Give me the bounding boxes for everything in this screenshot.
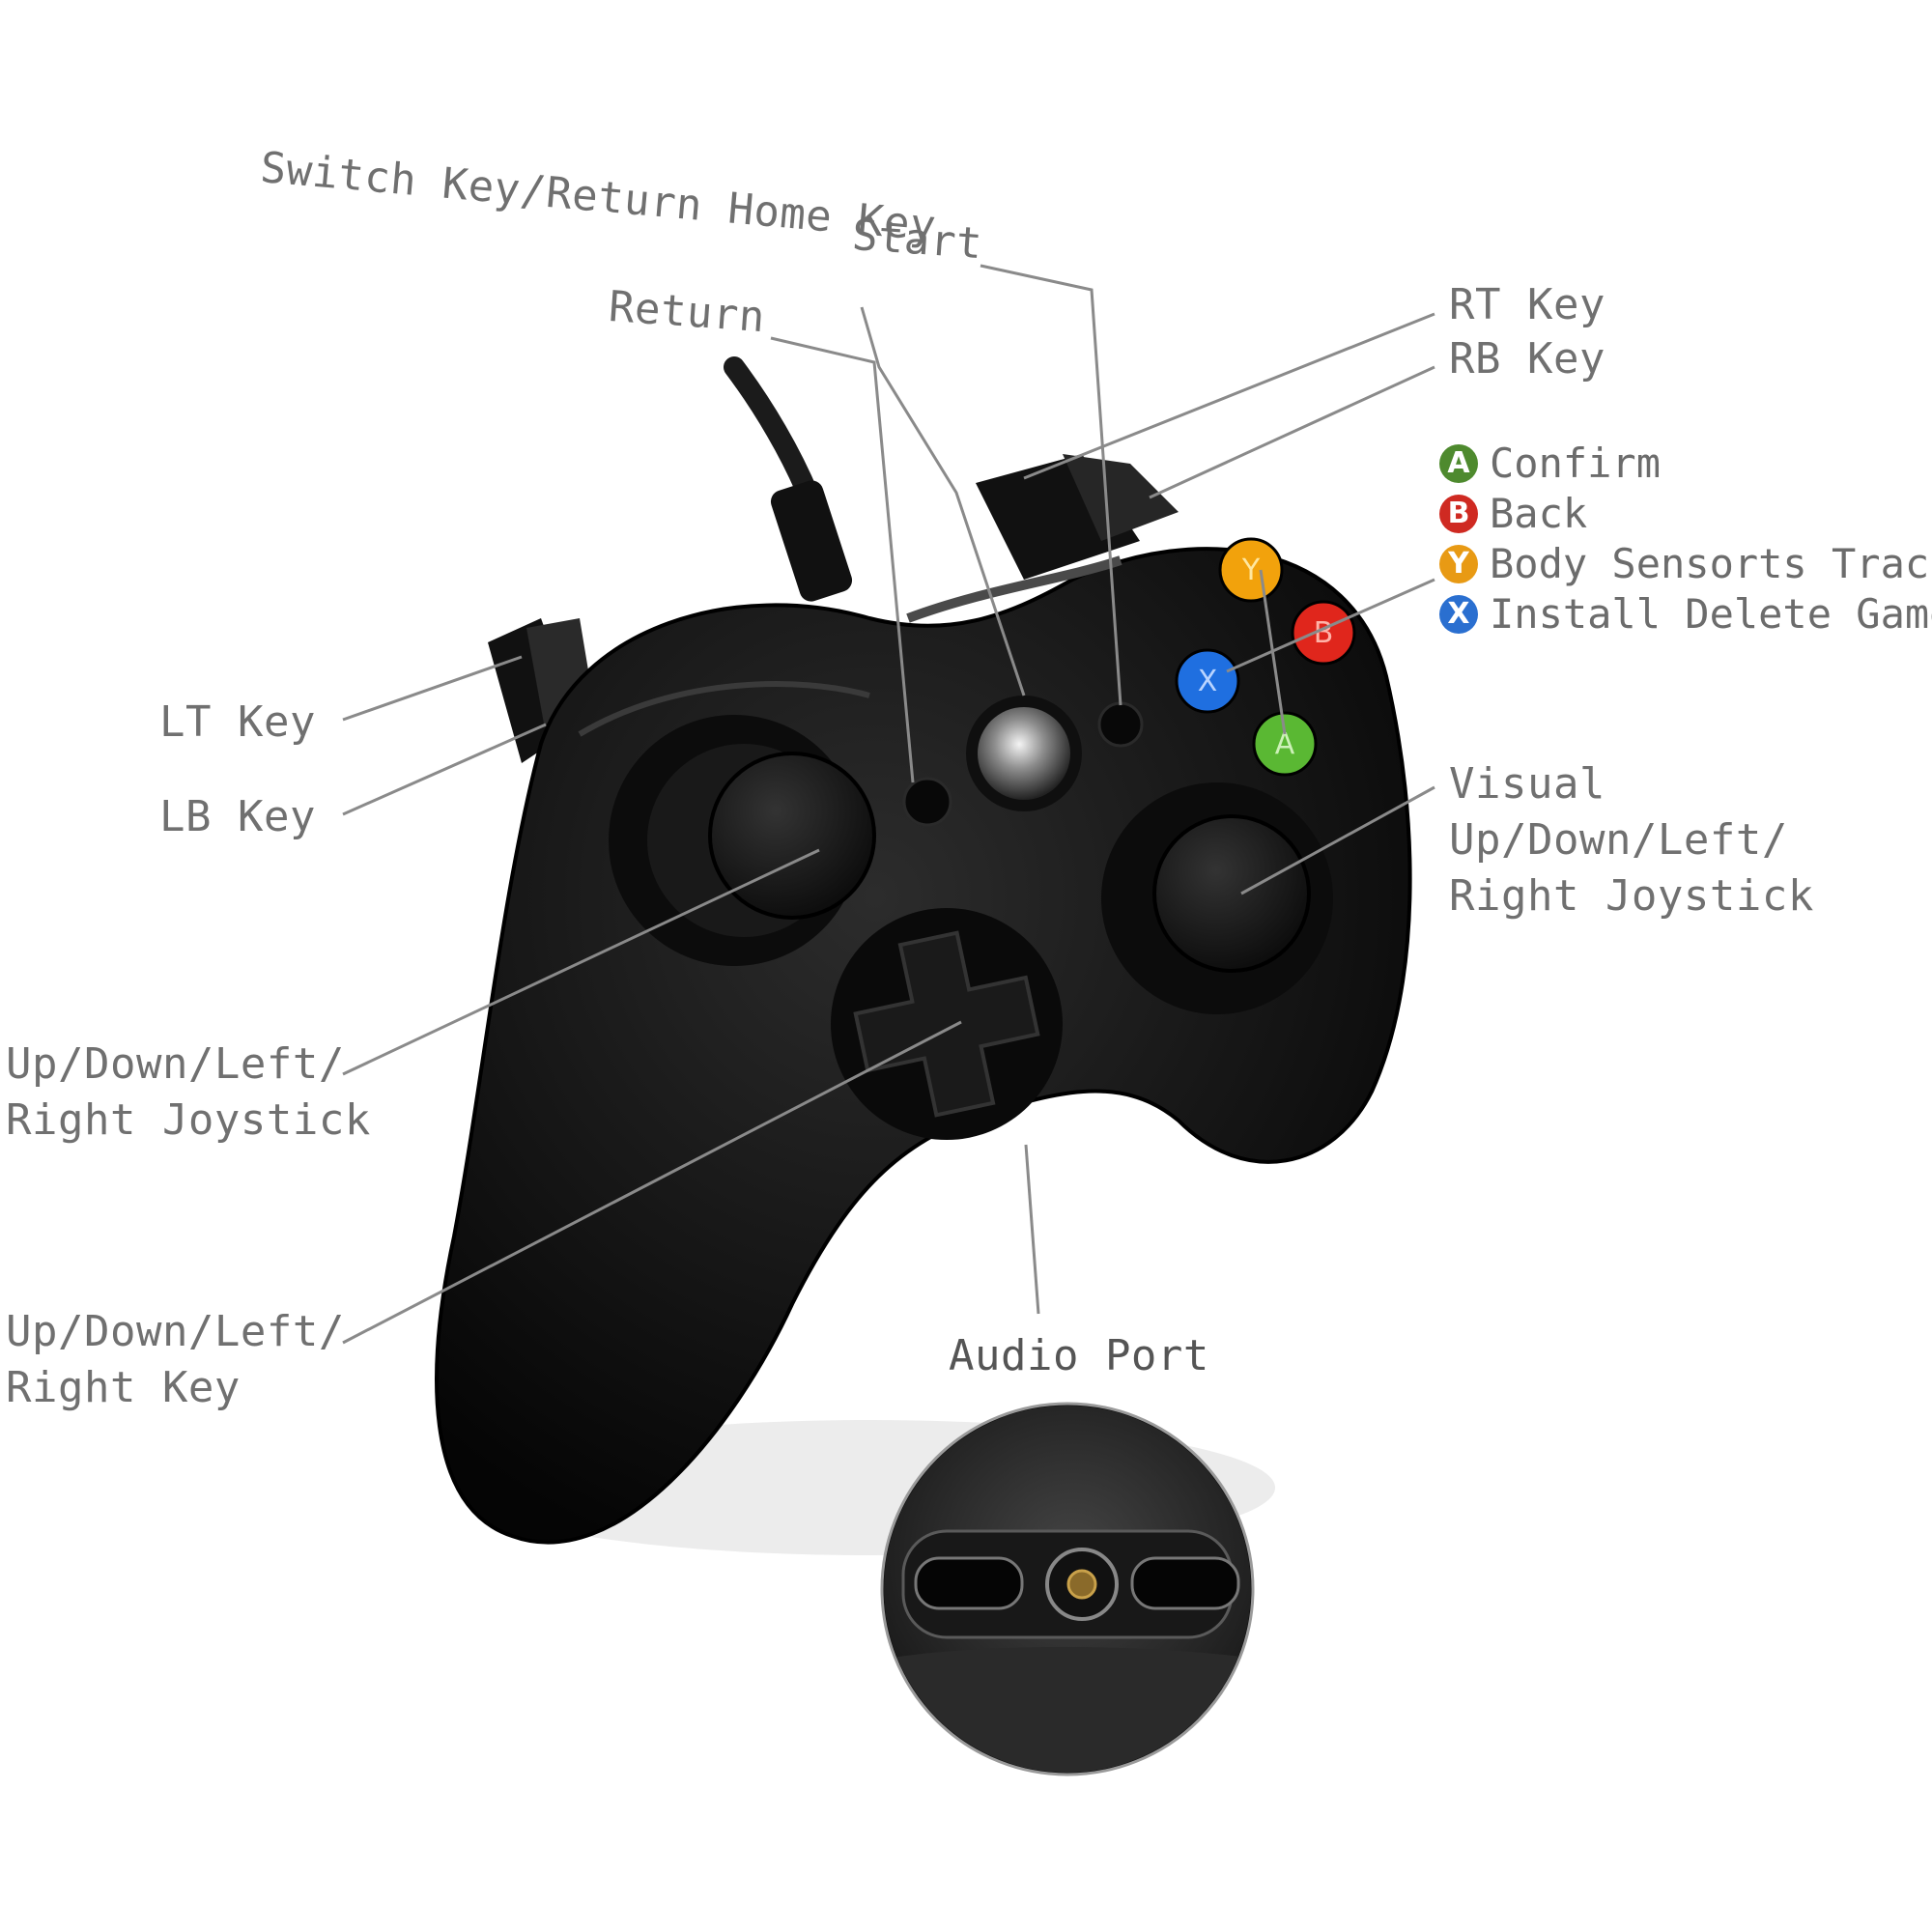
left-joystick (708, 752, 876, 920)
leader-right-joystick (1240, 785, 1435, 895)
y-button-letter: Y (1241, 554, 1261, 587)
leader-start (980, 264, 1122, 706)
label-dpad: Up/Down/Left/ Right Key (6, 1307, 345, 1412)
start-button (1097, 701, 1144, 748)
cable (724, 356, 822, 513)
cable-strain-relief (770, 480, 853, 602)
legend-badge-a: A (1439, 443, 1478, 483)
leader-audio-port (1024, 1144, 1040, 1315)
body-highlight (578, 681, 870, 737)
leader-lt-key (342, 655, 523, 722)
lb-bumper (526, 618, 589, 734)
label-rb-key: RB Key (1449, 334, 1605, 384)
legend-item-x: X Install Delete Game (1439, 587, 1932, 638)
leader-rt-key (1023, 312, 1435, 480)
dpad (853, 930, 1040, 1118)
leader-dpad (342, 1020, 962, 1345)
label-lb-key: LB Key (159, 792, 316, 841)
legend-label: Install Delete Game (1490, 590, 1932, 638)
right-joystick (1152, 814, 1311, 973)
label-rt-key: RT Key (1449, 280, 1605, 329)
leader-y-a (1259, 569, 1287, 735)
legend-item-b: B Back (1439, 487, 1587, 537)
leader-lines (342, 264, 1435, 1345)
legend-item-y: Y Body Sensorts Tracking (1439, 537, 1932, 587)
rb-bumper (1063, 454, 1179, 541)
legend-badge-x: X (1439, 594, 1478, 634)
legend-label: Back (1490, 490, 1588, 537)
leader-return (770, 336, 915, 783)
legend-badge-y: Y (1439, 544, 1478, 583)
legend-item-a: A Confirm (1439, 437, 1661, 487)
leader-lb-key (342, 723, 547, 816)
label-lt-key: LT Key (159, 697, 316, 747)
label-audio-port: Audio Port (949, 1331, 1209, 1380)
leader-x-button (1226, 578, 1435, 673)
legend-badge-b: B (1439, 494, 1478, 533)
back-button (902, 777, 952, 827)
label-left-joystick: Up/Down/Left/ Right Joystick (6, 1039, 371, 1145)
b-button-letter: B (1314, 616, 1334, 650)
leader-rb-key (1149, 365, 1435, 499)
port-slot-left (914, 1556, 1024, 1610)
face-buttons: Y B X A (1175, 537, 1356, 777)
guide-button (978, 707, 1070, 800)
y-button (1218, 537, 1284, 603)
a-button-letter: A (1275, 727, 1295, 761)
legend-label: Confirm (1490, 440, 1662, 487)
label-right-joystick: Visual Up/Down/Left/ Right Joystick (1449, 759, 1814, 921)
x-button (1175, 648, 1240, 714)
b-button (1291, 600, 1356, 666)
leader-switch-key (860, 306, 1026, 696)
x-button-letter: X (1198, 665, 1218, 698)
legend-label: Body Sensorts Tracking (1490, 540, 1932, 587)
port-slot-right (1130, 1556, 1240, 1610)
leader-left-joystick (342, 848, 820, 1076)
label-start: Start (850, 211, 984, 270)
a-button (1252, 711, 1318, 777)
